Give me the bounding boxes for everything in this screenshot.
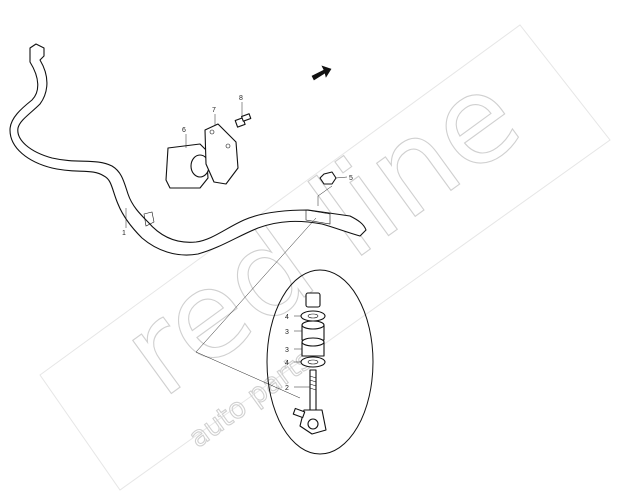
link-washer-lower-hole — [307, 359, 319, 365]
callout-2: 2 — [285, 385, 289, 392]
stabilizer-link-exploded — [266, 269, 374, 455]
leader-5 — [335, 176, 348, 179]
watermark-frame — [39, 24, 611, 491]
explode-guide-line-1 — [195, 217, 317, 399]
leader-lines — [125, 102, 348, 388]
callout-7: 7 — [212, 107, 216, 114]
front-arrow-icon — [311, 65, 332, 81]
bracket — [204, 123, 239, 185]
bushing-bracket-assembly — [165, 123, 239, 189]
callout-1: 1 — [122, 230, 126, 237]
explode-guide-line-2 — [317, 185, 333, 206]
link-lower-eye — [307, 418, 319, 430]
callout-3a: 3 — [285, 329, 289, 336]
callout-5: 5 — [349, 175, 353, 182]
callout-6: 6 — [182, 127, 186, 134]
stabilizer-bar-bushing-mark — [143, 211, 155, 227]
link-cushion-lower-top — [301, 337, 325, 347]
callout-8: 8 — [239, 95, 243, 102]
link-top-nut — [305, 292, 321, 308]
stabilizer-bar-end-mark — [305, 209, 331, 225]
callouts: 1 2 3 3 4 4 5 6 7 8 — [122, 95, 353, 392]
bracket-hole-icon — [209, 129, 215, 135]
stabilizer-bar-body — [9, 43, 367, 256]
stabilizer-bar — [9, 43, 367, 256]
link-rod-thread — [309, 375, 317, 391]
link-washer-lower — [300, 356, 326, 368]
link-washer-upper — [300, 310, 326, 322]
explode-guide-lines — [195, 185, 333, 399]
link-nut — [319, 171, 337, 185]
link-nut-body — [319, 171, 337, 185]
callout-4a: 4 — [285, 314, 289, 321]
link-cushion-upper-top — [301, 320, 325, 330]
link-highlight-circle — [266, 269, 374, 455]
callout-3b: 3 — [285, 347, 289, 354]
bracket-bolt-shank — [241, 113, 252, 122]
bracket-hole-icon-2 — [225, 143, 231, 149]
bracket-bolt — [234, 113, 252, 128]
callout-4b: 4 — [285, 360, 289, 367]
link-lower-stud — [292, 407, 306, 419]
watermark: red line auto parts — [39, 24, 611, 491]
link-washer-upper-hole — [307, 313, 319, 319]
